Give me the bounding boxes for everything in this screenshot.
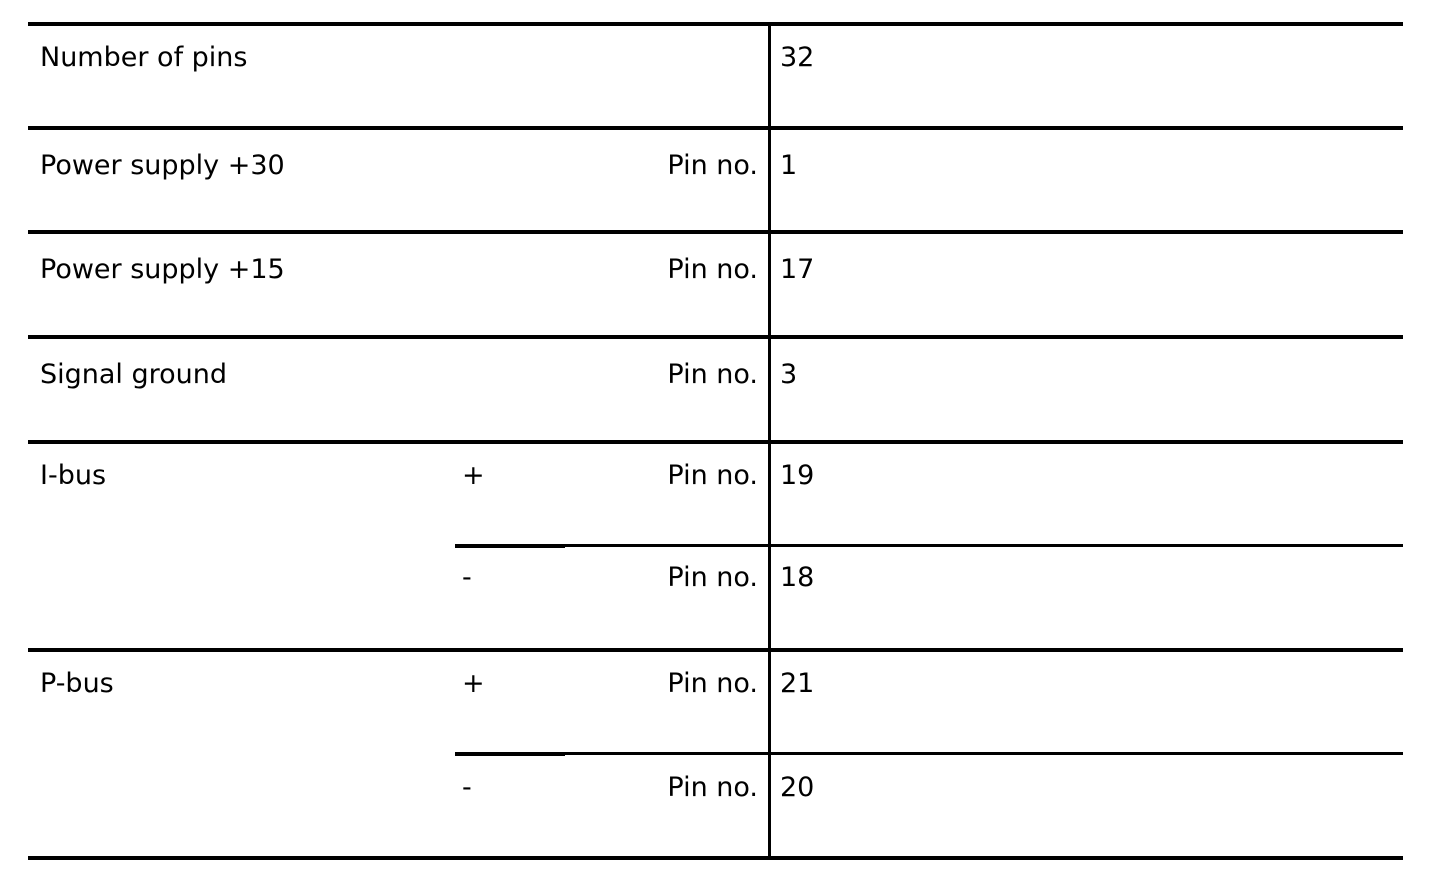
row-value-number-of-pins: 32 bbox=[780, 42, 815, 73]
row-pinlabel-signal-ground: Pin no. bbox=[667, 359, 758, 390]
row-value-p-bus-plus: 21 bbox=[780, 668, 815, 699]
row-separator-4 bbox=[28, 440, 1403, 444]
row-separator-3 bbox=[28, 335, 1403, 339]
subrow-separator-pbus-stub bbox=[455, 752, 565, 756]
row-pinlabel-p-bus-plus: Pin no. bbox=[667, 668, 758, 699]
row-pinlabel-i-bus-plus: Pin no. bbox=[667, 460, 758, 491]
row-sign-p-bus-minus: - bbox=[462, 772, 472, 803]
row-value-power-supply-30: 1 bbox=[780, 150, 798, 181]
subrow-separator-ibus-stub bbox=[455, 544, 565, 548]
row-pinlabel-p-bus-minus: Pin no. bbox=[667, 772, 758, 803]
row-label-power-supply-30: Power supply +30 bbox=[40, 150, 285, 181]
row-label-signal-ground: Signal ground bbox=[40, 359, 228, 390]
subrow-separator-pbus bbox=[455, 752, 1403, 755]
row-pinlabel-power-supply-30: Pin no. bbox=[667, 150, 758, 181]
row-separator-2 bbox=[28, 230, 1403, 234]
row-sign-i-bus-minus: - bbox=[462, 562, 472, 593]
table-bottom-border bbox=[28, 856, 1403, 860]
row-value-i-bus-minus: 18 bbox=[780, 562, 815, 593]
value-column-divider bbox=[768, 22, 771, 860]
row-label-power-supply-15: Power supply +15 bbox=[40, 254, 285, 285]
row-label-i-bus: I-bus bbox=[40, 460, 107, 491]
row-sign-i-bus-plus: + bbox=[462, 460, 485, 491]
pin-assignment-table: Number of pins 32 Power supply +30 Pin n… bbox=[28, 22, 1403, 860]
table-top-border bbox=[28, 22, 1403, 26]
row-value-i-bus-plus: 19 bbox=[780, 460, 815, 491]
row-value-p-bus-minus: 20 bbox=[780, 772, 815, 803]
row-sign-p-bus-plus: + bbox=[462, 668, 485, 699]
row-value-power-supply-15: 17 bbox=[780, 254, 815, 285]
row-pinlabel-i-bus-minus: Pin no. bbox=[667, 562, 758, 593]
row-pinlabel-power-supply-15: Pin no. bbox=[667, 254, 758, 285]
row-label-p-bus: P-bus bbox=[40, 668, 114, 699]
row-separator-2-stub bbox=[28, 230, 565, 234]
row-separator-5 bbox=[28, 648, 1403, 652]
row-label-number-of-pins: Number of pins bbox=[40, 42, 248, 73]
row-separator-1-stub bbox=[28, 126, 565, 130]
row-separator-1 bbox=[28, 126, 1403, 130]
row-separator-4-stub bbox=[28, 440, 565, 444]
subrow-separator-ibus bbox=[455, 544, 1403, 547]
row-value-signal-ground: 3 bbox=[780, 359, 798, 390]
